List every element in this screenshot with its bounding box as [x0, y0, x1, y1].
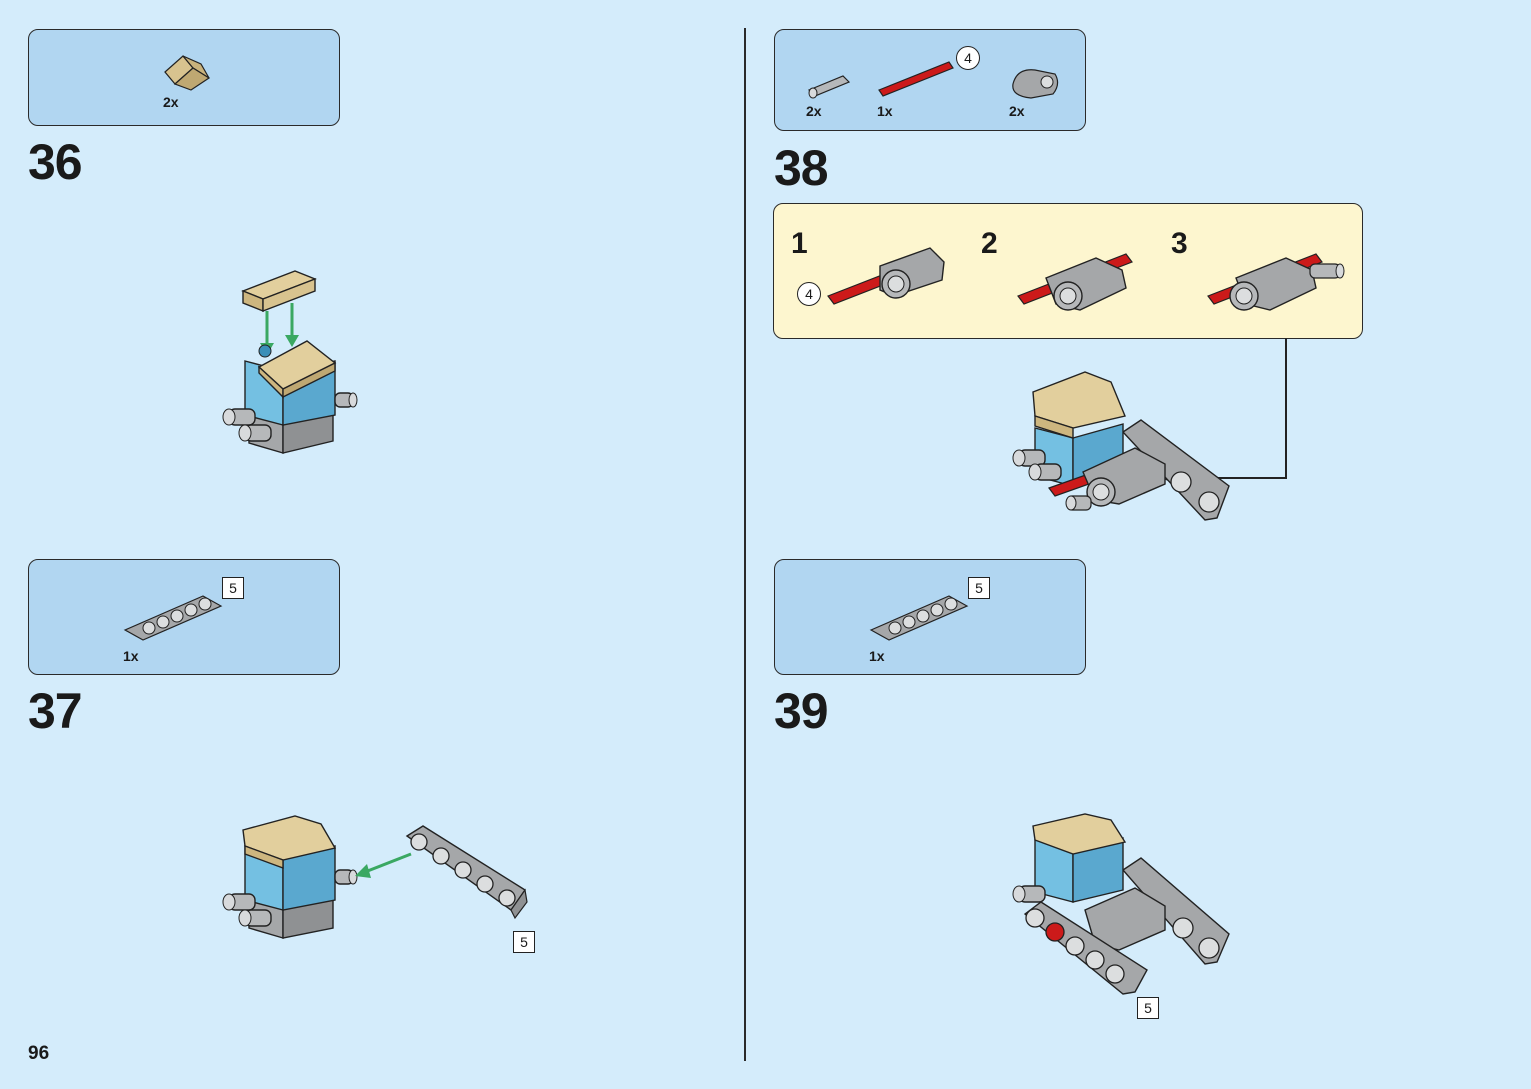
model-step-38 — [1005, 368, 1235, 528]
substep-callout: 1 4 2 3 — [773, 203, 1363, 339]
gray-beam-icon — [121, 590, 231, 640]
model-step-37 — [215, 810, 535, 950]
length-indicator: 5 — [513, 931, 535, 953]
gray-beam-icon — [867, 590, 977, 640]
substep-3-model — [1206, 240, 1356, 320]
length-indicator: 4 — [797, 282, 821, 306]
step-number-38: 38 — [774, 143, 828, 193]
part-quantity: 2x — [163, 94, 179, 110]
part-quantity: 1x — [877, 103, 893, 119]
length-indicator: 4 — [956, 46, 980, 70]
part-quantity: 1x — [869, 648, 885, 664]
page-divider — [744, 28, 746, 1061]
length-indicator: 5 — [968, 577, 990, 599]
substep-number: 3 — [1171, 229, 1188, 259]
substep-number: 1 — [791, 229, 808, 259]
substep-2-model — [1016, 240, 1146, 320]
parts-box-step-36: 2x — [28, 29, 340, 126]
step-number-37: 37 — [28, 686, 82, 736]
tan-slope-icon — [163, 50, 213, 90]
length-indicator: 5 — [222, 577, 244, 599]
parts-box-step-39: 5 1x — [774, 559, 1086, 675]
parts-box-step-37: 5 1x — [28, 559, 340, 675]
gray-pin-icon — [805, 70, 855, 100]
model-step-36 — [215, 265, 375, 465]
substep-number: 2 — [981, 229, 998, 259]
substep-1-model — [826, 240, 956, 310]
length-indicator: 5 — [1137, 997, 1159, 1019]
parts-box-step-38: 2x 4 1x 2x — [774, 29, 1086, 131]
part-quantity: 2x — [806, 103, 822, 119]
model-step-39 — [1005, 810, 1235, 1000]
part-quantity: 1x — [123, 648, 139, 664]
part-quantity: 2x — [1009, 103, 1025, 119]
gray-connector-icon — [1007, 64, 1063, 100]
step-number-36: 36 — [28, 137, 82, 187]
page-number: 96 — [28, 1043, 49, 1065]
step-number-39: 39 — [774, 686, 828, 736]
red-axle-icon — [877, 58, 957, 98]
